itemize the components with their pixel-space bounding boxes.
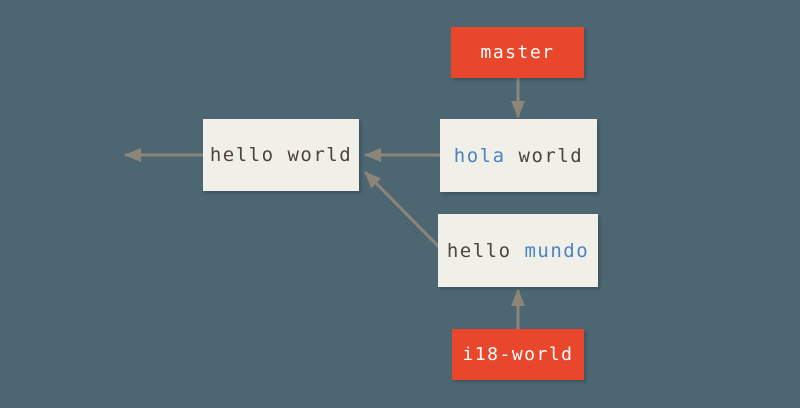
commit-box-hola-world: hola world <box>440 119 597 192</box>
commit-text-segment: hello <box>446 239 525 262</box>
arrow-hello-mundo-to-hello-world <box>363 170 443 251</box>
commit-text-segment: hello <box>209 144 288 166</box>
commit-box-hello-world: hello world <box>203 119 359 191</box>
commit-text-segment: hola <box>453 144 506 167</box>
commit-box-hello-mundo: hello mundo <box>438 214 598 287</box>
branch-label-text: i18-world <box>462 344 574 365</box>
commit-text-segment: world <box>287 144 353 166</box>
branch-label-i18-world: i18-world <box>452 329 584 380</box>
branch-label-text: master <box>480 42 555 63</box>
commit-text-segment: mundo <box>524 239 590 262</box>
commit-text-segment: world <box>505 144 584 167</box>
branch-label-master: master <box>451 27 584 78</box>
